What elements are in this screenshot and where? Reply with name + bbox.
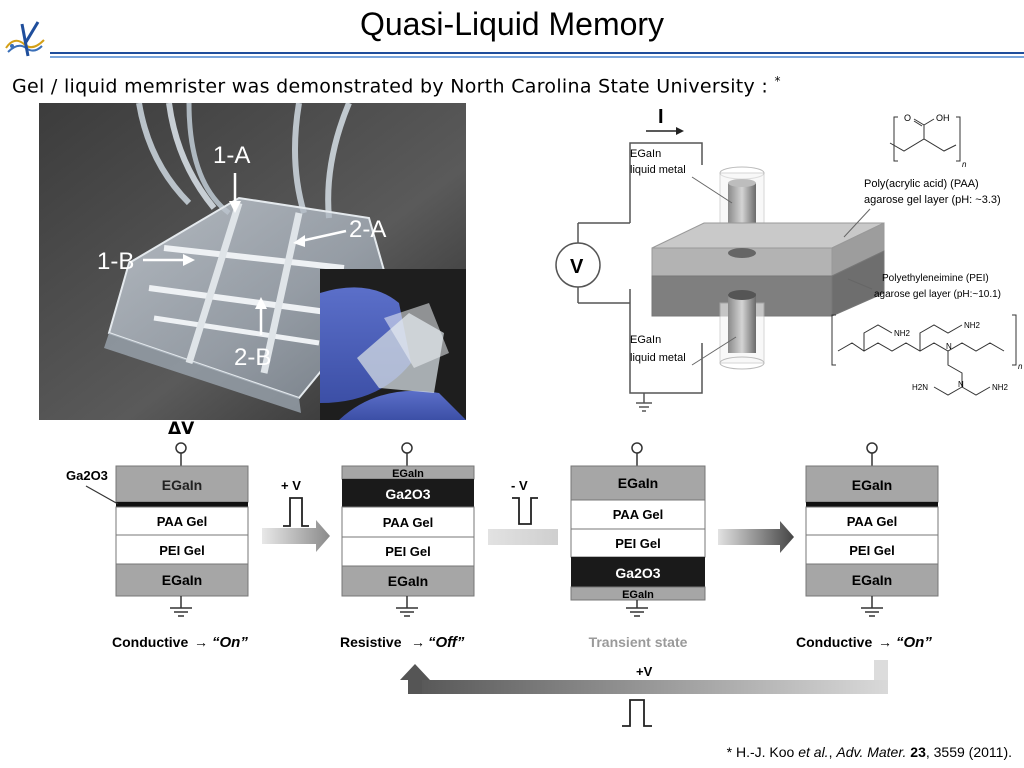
stack-conductive-on-2 [805,442,939,617]
pei-struct-nh2-1: NH2 [894,329,911,338]
s3-egain-top: EGaIn [618,475,658,491]
current-label: I [658,106,664,128]
s2-state-quote: “Off” [428,634,465,651]
subtitle-text: Gel / liquid memrister was demonstrated … [12,75,769,98]
delta-v-label: ΔV [168,419,195,439]
top-metal-label-2: liquid metal [630,164,686,176]
title-rule-light [50,56,1024,58]
stack-transient [570,442,706,617]
subtitle: Gel / liquid memrister was demonstrated … [12,74,781,97]
citation-sep: , [828,744,837,760]
s1-paa: PAA Gel [157,514,208,529]
bottom-metal-electrode [728,293,756,353]
pei-label-1: Polyethyleneimine (PEI) [882,273,989,284]
loop-v-label: +V [636,664,653,679]
citation-prefix: * H.-J. Koo [726,744,799,760]
pei-struct-nh2-3: NH2 [992,383,1009,392]
s2-paa: PAA Gel [383,515,434,530]
bottom-metal-label-1: EGaIn [630,334,661,346]
return-loop-arrow [400,660,888,694]
positive-pulse-icon [283,497,309,527]
s2-egain-top: EGaIn [392,468,424,480]
paa-gel-layer [651,247,833,277]
s4-state-arrow: → [878,634,892,650]
s1-state-name: Conductive [112,634,188,650]
ga2o3-callout: Ga2O3 [66,468,108,483]
stack-resistive-off [341,442,475,617]
photo-label-2a: 2-A [349,216,386,243]
s1-egain-top: EGaIn [162,477,202,493]
pei-label-2: agarose gel layer (pH:~10.1) [874,289,1001,300]
s1-egain-bot: EGaIn [162,572,202,588]
paa-chemical-structure [889,116,961,162]
title-rule-dark [50,52,1024,54]
plus-v-label: + V [281,478,301,493]
s3-paa: PAA Gel [613,507,664,522]
citation-volume: 23 [910,744,926,760]
citation-rest: , 3559 (2011). [925,744,1012,760]
paa-label-1: Poly(acrylic acid) (PAA) [864,178,979,190]
pei-struct-n: n [1018,362,1023,371]
s3-pei: PEI Gel [615,536,661,551]
arrow-3-to-4 [718,521,794,553]
footnote-mark: * [774,74,781,88]
s4-state-quote: “On” [896,634,932,651]
s3-ga2o3: Ga2O3 [615,565,660,581]
s1-pei: PEI Gel [159,543,205,558]
paa-struct-o: O [904,113,911,123]
s2-egain-bot: EGaIn [388,573,428,589]
s1-state-arrow: → [194,634,208,650]
paa-struct-n: n [962,160,967,169]
citation-journal: Adv. Mater. [836,744,907,760]
paa-struct-oh: OH [936,113,950,123]
s2-ga2o3: Ga2O3 [385,486,430,502]
s4-paa: PAA Gel [847,514,898,529]
bent-device-inset [320,269,466,420]
pei-struct-nh2-2: NH2 [964,321,981,330]
arrow-2-to-3 [488,529,558,545]
photo-label-1b: 1-B [97,248,134,275]
s2-state-name: Resistive [340,634,402,650]
arrow-1-to-2 [262,520,330,552]
switching-states-diagram: ΔV EGaIn PAA Gel PEI Gel EGaIn Ga2O3 Con… [66,419,939,727]
s3-egain-bot: EGaIn [622,589,654,601]
loop-pulse-icon [622,699,652,727]
university-logo [5,21,45,57]
pei-chemical-structure [831,314,1017,396]
paa-label-2: agarose gel layer (pH: ~3.3) [864,194,1001,206]
s3-state-name: Transient state [589,634,688,650]
negative-pulse-icon [512,497,538,525]
s4-egain-bot: EGaIn [852,572,892,588]
device-schematic: I V EGaIn liquid metal EGaIn liquid meta… [555,106,1023,412]
pei-struct-n-atom: N [946,342,952,351]
s1-state-quote: “On” [212,634,248,651]
citation-etal: et al. [798,744,829,760]
minus-v-label: - V [511,478,528,493]
device-photo: 1-A 2-A 1-B 2-B [39,103,466,420]
pei-struct-h2n: H2N [912,383,928,392]
s4-egain-top: EGaIn [852,477,892,493]
s4-state-name: Conductive [796,634,872,650]
photo-label-1a: 1-A [213,142,250,169]
s2-state-arrow: → [411,634,425,650]
top-metal-label-1: EGaIn [630,148,661,160]
stack-conductive-on [115,442,249,617]
bottom-metal-label-2: liquid metal [630,352,686,364]
slide-title: Quasi-Liquid Memory [359,6,665,42]
citation: * H.-J. Koo et al., Adv. Mater. 23, 3559… [727,744,1012,760]
pei-struct-n-atom-2: N [958,380,964,389]
voltmeter-label: V [570,256,584,278]
s4-pei: PEI Gel [849,543,895,558]
s2-pei: PEI Gel [385,544,431,559]
photo-label-2b: 2-B [234,344,271,371]
